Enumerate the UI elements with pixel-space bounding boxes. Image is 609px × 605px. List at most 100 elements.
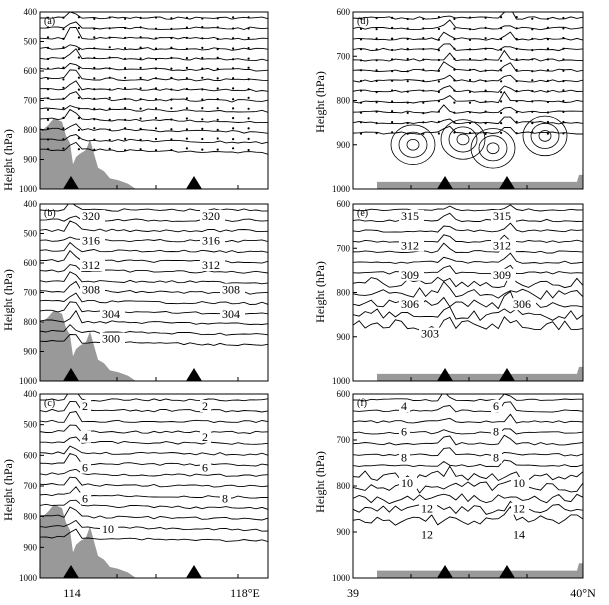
streamline-dot-d-2-5 [437, 38, 440, 41]
contour-label-b-3: 316 [202, 234, 220, 248]
streamline-dot-d-8-4 [422, 101, 425, 104]
streamline-dot-a-4-12 [232, 58, 235, 61]
streamline-dot-d-5-6 [453, 68, 456, 71]
station-marker-c-0 [63, 565, 79, 578]
streamline-dot-a-6-9 [185, 77, 188, 80]
streamline-dot-d-4-1 [375, 59, 378, 62]
streamline-dot-a-13-4 [108, 147, 111, 150]
contour-line-a-8 [40, 91, 268, 103]
streamline-dot-d-2-9 [500, 37, 503, 41]
streamline-dot-d-11-1 [375, 132, 378, 135]
y-tick-label-f-4: 1000 [332, 573, 351, 583]
streamline-dot-a-0-5 [124, 17, 127, 20]
contour-label-bg-e-3 [491, 239, 516, 252]
streamline-dot-a-13-6 [139, 148, 142, 151]
streamline-dot-a-7-4 [108, 88, 111, 91]
contour-line-b-9 [40, 292, 268, 305]
contour-label-e-8: 303 [421, 327, 439, 341]
streamline-dot-a-8-8 [170, 98, 173, 101]
streamline-dot-d-9-5 [437, 110, 440, 113]
panel-content-a [40, 12, 268, 189]
streamline-dot-a-4-6 [139, 57, 142, 60]
streamline-dot-a-12-13 [247, 137, 250, 140]
contour-label-f-8: 12 [421, 502, 433, 516]
terrain-a [40, 118, 136, 189]
panel-content-e [353, 204, 583, 381]
contour-line-b-3 [40, 236, 268, 243]
streamline-dot-a-5-8 [170, 67, 173, 70]
contour-label-f-7: 10 [513, 476, 525, 490]
streamline-dot-d-6-9 [500, 80, 503, 83]
streamline-dot-d-5-10 [515, 68, 518, 72]
streamline-dot-a-7-13 [247, 88, 250, 91]
contour-label-f-9: 12 [513, 502, 525, 516]
streamline-dot-a-13-12 [232, 147, 235, 150]
streamline-dot-d-10-9 [500, 122, 503, 125]
streamline-dot-a-11-11 [216, 128, 219, 131]
contour-label-bg-f-4 [399, 451, 410, 464]
streamline-dot-d-6-11 [531, 79, 534, 82]
streamline-dot-d-6-13 [562, 80, 565, 83]
streamline-dot-a-9-2 [77, 107, 80, 110]
contour-label-bg-b-8 [100, 308, 125, 320]
streamline-dot-a-3-11 [216, 48, 219, 51]
streamline-dot-d-11-10 [515, 132, 518, 135]
streamline-dot-d-5-13 [562, 69, 565, 72]
streamline-dot-a-1-9 [185, 26, 188, 29]
streamline-dot-d-8-3 [406, 101, 409, 104]
contour-line-e-2 [353, 222, 583, 233]
streamline-dot-d-7-12 [546, 90, 550, 93]
streamline-dot-d-10-12 [546, 120, 550, 124]
y-tick-label-e-3: 900 [337, 332, 351, 342]
y-axis-title-c: Height (hPa) [1, 459, 15, 521]
streamline-dot-a-7-6 [139, 87, 142, 90]
streamline-dot-d-1-13 [562, 27, 565, 30]
contour-label-c-5: 6 [202, 461, 208, 475]
streamline-dot-a-13-7 [154, 149, 158, 152]
vortex-ring-2-14 [478, 135, 508, 162]
contour-line-f-10 [353, 500, 583, 515]
streamline-dot-a-6-7 [154, 77, 158, 80]
contour-label-bg-f-10 [419, 528, 437, 541]
contour-line-d-8 [353, 90, 583, 104]
streamline-dot-d-7-8 [484, 89, 487, 92]
streamline-dot-d-1-10 [515, 27, 518, 30]
streamline-dot-d-0-13 [562, 16, 565, 20]
streamline-dot-a-0-2 [77, 16, 80, 19]
terrain-f [377, 563, 583, 578]
terrain-e [377, 366, 583, 381]
streamline-dot-d-0-7 [468, 16, 472, 19]
streamline-dot-d-10-0 [359, 121, 363, 124]
streamline-dot-d-5-8 [484, 69, 487, 72]
streamline-dot-d-9-11 [531, 110, 534, 113]
streamline-dot-d-6-1 [375, 79, 378, 83]
streamline-dot-d-3-11 [531, 49, 534, 52]
streamline-dot-a-13-11 [216, 148, 219, 151]
streamline-dot-d-10-13 [562, 120, 565, 124]
streamline-dot-a-3-10 [201, 46, 204, 50]
contour-label-bg-e-4 [399, 268, 424, 281]
y-tick-label-b-0: 400 [24, 199, 38, 209]
y-tick-label-c-1: 500 [24, 420, 38, 430]
streamline-dot-a-11-10 [201, 127, 204, 130]
streamline-dot-d-4-4 [422, 58, 425, 61]
contour-line-f-9 [353, 493, 583, 505]
streamline-dot-d-0-1 [375, 17, 378, 20]
streamline-dot-a-5-13 [247, 66, 250, 69]
contour-line-f-1 [353, 401, 583, 413]
contour-line-f-7 [353, 465, 583, 483]
streamline-dot-d-1-12 [546, 26, 550, 29]
streamline-dot-d-11-2 [391, 131, 394, 134]
streamline-dot-d-3-4 [422, 48, 425, 51]
streamline-dot-a-0-1 [62, 16, 65, 19]
streamline-dot-d-9-7 [468, 111, 472, 114]
streamline-dot-a-2-11 [216, 37, 219, 41]
y-tick-label-c-3: 700 [24, 481, 38, 491]
y-tick-label-b-4: 800 [24, 317, 38, 327]
contour-label-bg-e-8 [419, 327, 444, 340]
streamline-dot-d-5-11 [531, 70, 534, 73]
streamline-dot-d-3-7 [468, 48, 472, 51]
streamline-dot-d-2-2 [391, 37, 394, 40]
streamline-dot-a-5-7 [154, 67, 158, 70]
contour-line-b-12 [40, 323, 268, 336]
